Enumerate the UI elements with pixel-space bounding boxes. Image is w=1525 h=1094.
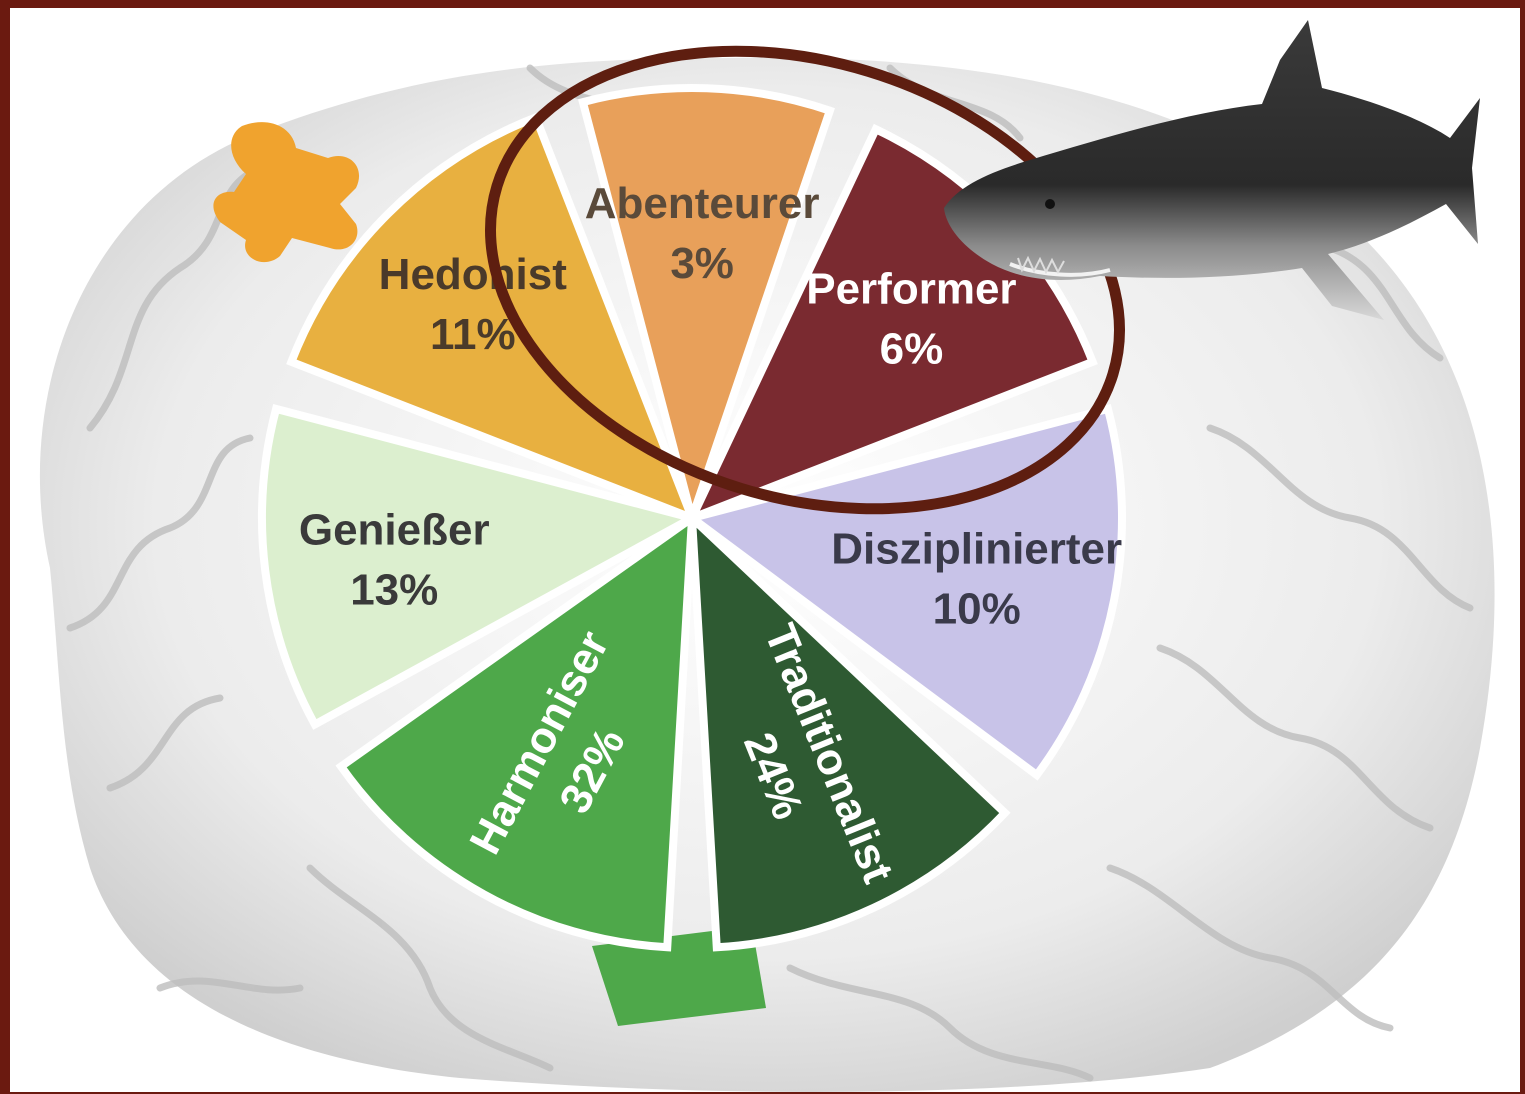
slice-name: Disziplinierter bbox=[831, 524, 1122, 573]
slice-name: Performer bbox=[806, 264, 1016, 313]
slice-value: 13% bbox=[350, 566, 438, 615]
slice-label-disziplinierter: Disziplinierter 10% bbox=[831, 524, 1122, 633]
slice-label-geniesser: Genießer 13% bbox=[299, 506, 490, 615]
slice-value: 6% bbox=[880, 324, 944, 373]
orange-puzzle-piece bbox=[213, 122, 360, 263]
shark-icon bbox=[944, 20, 1480, 320]
pie-slice-harmoniser bbox=[335, 509, 697, 952]
slice-value: 11% bbox=[430, 310, 516, 359]
pie-slice-abenteurer bbox=[577, 84, 835, 532]
green-brain-stem-block bbox=[592, 926, 766, 1026]
chart-svg: Abenteurer 3% Performer 6% Disziplinierter 10… bbox=[39, 20, 1495, 1092]
slice-name: Genießer bbox=[299, 506, 490, 555]
slice-value: 3% bbox=[670, 239, 734, 288]
pie-slice-traditionalist bbox=[687, 508, 1011, 952]
slice-name: Abenteurer bbox=[585, 179, 820, 228]
highlight-ellipse bbox=[485, 45, 1125, 515]
slice-label-performer: Performer 6% bbox=[806, 264, 1016, 373]
slice-label-hedonist: Hedonist 11% bbox=[379, 250, 568, 359]
slice-label-abenteurer: Abenteurer 3% bbox=[585, 179, 820, 288]
chart-frame: Abenteurer 3% Performer 6% Disziplinierter 10… bbox=[10, 8, 1520, 1092]
slice-name: Hedonist bbox=[379, 250, 568, 299]
slice-value: 10% bbox=[933, 584, 1021, 633]
pie-slice-geniesser bbox=[258, 403, 703, 730]
pie-slice-hedonist bbox=[286, 112, 700, 526]
